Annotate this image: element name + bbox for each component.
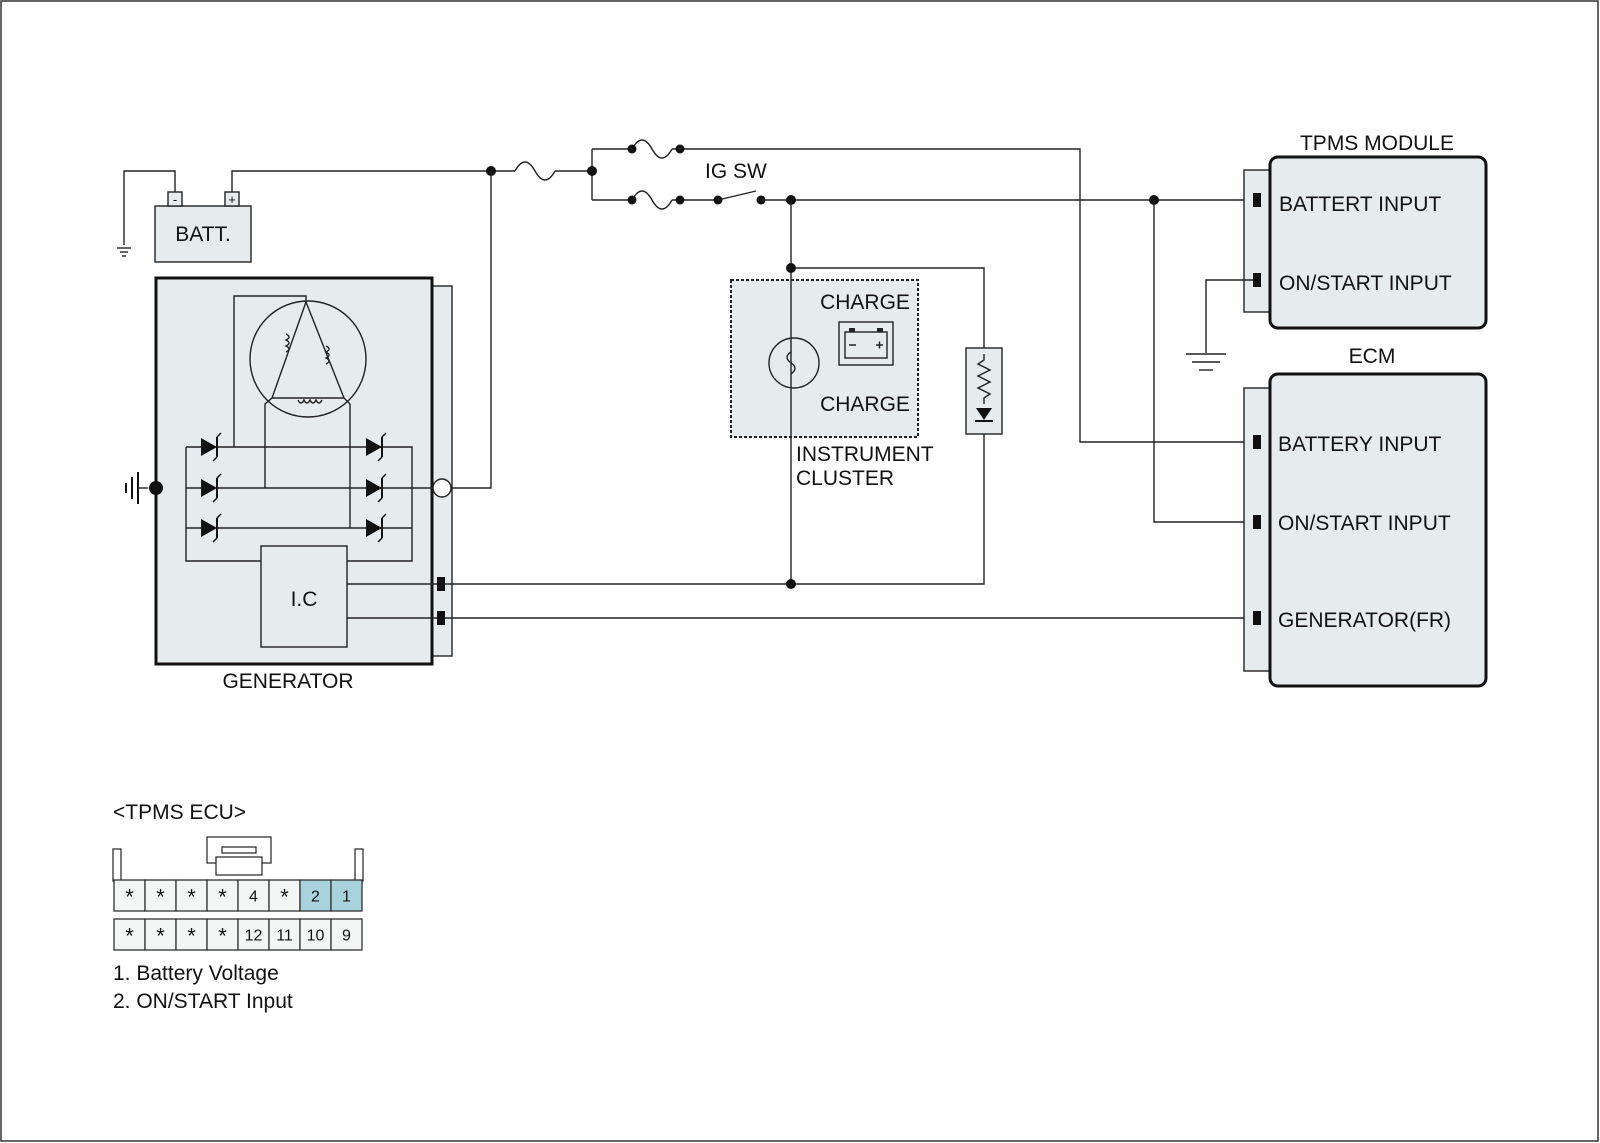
connector-pin-label: 11 — [276, 928, 293, 945]
connector-pin-cell — [206, 879, 239, 912]
ecm-title: ECM — [1349, 345, 1396, 368]
connector-pin-label: 12 — [245, 928, 263, 945]
stator-icon — [249, 300, 367, 418]
connector-title: <TPMS ECU> — [113, 801, 246, 824]
ecm-fuse-icon — [631, 139, 673, 159]
connector-lock-icon — [206, 836, 272, 876]
ignition-fuse-icon — [631, 190, 673, 210]
connector-pin-cell — [330, 879, 363, 912]
cluster-label-line2: CLUSTER — [796, 467, 894, 490]
connector-pin-cell — [237, 918, 270, 951]
generator-label: GENERATOR — [222, 670, 353, 693]
connector-pin-label: 4 — [249, 889, 258, 906]
fuse-block: IG SW — [486, 139, 1253, 523]
battery: BATT. - + — [117, 170, 491, 263]
charge-top-label: CHARGE — [820, 291, 910, 314]
ig-sw-label: IG SW — [705, 160, 767, 183]
connector-pin-label: * — [187, 885, 196, 910]
connector-pin-label: * — [156, 885, 165, 910]
connector-pin-label: 1 — [342, 889, 351, 906]
ignition-switch-icon — [713, 190, 766, 205]
connector-pin-cell — [299, 879, 332, 912]
connector-pin-cell — [330, 918, 363, 951]
charge-bottom-label: CHARGE — [820, 393, 910, 416]
resistor-diode-icon — [965, 347, 1003, 435]
connector-pin-label: * — [218, 885, 227, 910]
tpms-battery-input-label: BATTERT INPUT — [1279, 193, 1441, 216]
tpms-ground-icon — [1186, 353, 1226, 371]
tpms-module-title: TPMS MODULE — [1300, 132, 1454, 155]
tpms-ecu-connector: <TPMS ECU> * * * * 4 * 2 1 * * * * 12 11 10 9 1. Batte… — [112, 801, 364, 1013]
ecm-on-start-input-label: ON/START INPUT — [1278, 512, 1451, 535]
connector-pin-label: 9 — [342, 928, 351, 945]
generator-connector — [431, 285, 453, 657]
main-fuse-icon — [514, 161, 556, 181]
connector-pin-label: * — [280, 885, 289, 910]
connector-pin-label: * — [125, 885, 134, 910]
connector-pin-label: 10 — [307, 928, 325, 945]
battery-plus-sign: + — [228, 192, 236, 207]
ecm-generator-fr-label: GENERATOR(FR) — [1278, 609, 1451, 632]
cluster-label-line1: INSTRUMENT — [796, 443, 934, 466]
connector-pin-cell — [144, 879, 177, 912]
connector-pin-cell — [144, 918, 177, 951]
legend-item-2: 2. ON/START Input — [113, 990, 293, 1013]
connector-pin-cell — [268, 879, 301, 912]
connector-pin-label: * — [156, 924, 165, 949]
battery-ground-icon — [117, 247, 131, 257]
charge-lamp-icon — [768, 337, 820, 389]
connector-pin-label: * — [218, 924, 227, 949]
generator: I.C GENERATOR — [125, 171, 492, 693]
legend-item-1: 1. Battery Voltage — [113, 962, 279, 985]
battery-minus-sign: - — [173, 192, 177, 207]
connector-pin-label: * — [187, 924, 196, 949]
tpms-module: TPMS MODULE BATTERT INPUT ON/START INPUT — [1186, 132, 1488, 371]
ic-regulator — [260, 545, 348, 648]
instrument-cluster: CHARGE CHARGE INSTRUMENT CLUSTER — [730, 279, 934, 490]
generator-ground-icon — [125, 472, 148, 504]
connector-pin-cell — [268, 918, 301, 951]
ecm-battery-input-label: BATTERY INPUT — [1278, 433, 1442, 456]
tpms-on-start-input-label: ON/START INPUT — [1279, 272, 1452, 295]
connector-pin-cell — [113, 879, 146, 912]
battery-label: BATT. — [175, 223, 231, 246]
battery-warning-icon — [838, 321, 894, 366]
connector-pin-label: 2 — [311, 889, 320, 906]
ic-label: I.C — [291, 588, 318, 611]
connector-pin-label: * — [125, 924, 134, 949]
ecm: ECM BATTERY INPUT ON/START INPUT GENERAT… — [1243, 345, 1488, 688]
